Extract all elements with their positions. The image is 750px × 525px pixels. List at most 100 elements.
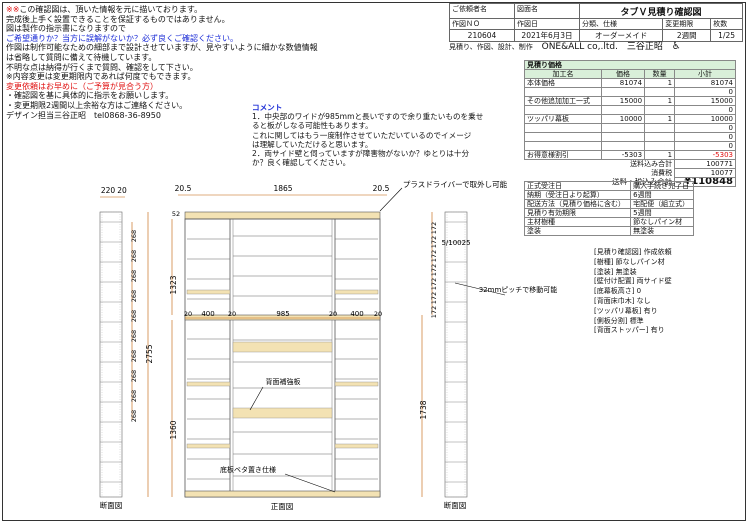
left-spacing-dim: 268: [130, 310, 138, 322]
designer-name: 三谷正昭: [626, 42, 663, 52]
doc-number: 210604: [449, 29, 515, 42]
center-back-board: [232, 341, 333, 353]
mid-right-dim: 400: [350, 310, 363, 318]
right-spacing-dim: 172: [430, 222, 438, 234]
mid-t20-b: 20: [228, 310, 236, 318]
top-right-dim: 20.5: [373, 184, 390, 193]
top-width-dim: 1865: [273, 184, 292, 193]
mid-t20-d: 20: [374, 310, 382, 318]
leader-brass: [379, 187, 403, 212]
company-name: ONE&ALL co,.ltd.: [541, 42, 618, 52]
left-spacing-dim: 268: [130, 390, 138, 402]
base-label: 底板ベタ置き仕様: [220, 465, 276, 474]
mid-t20-c: 20: [329, 310, 337, 318]
left-spacing-dim: 268: [130, 370, 138, 382]
front-outline: [184, 218, 381, 498]
mid-center-dim: 985: [276, 310, 289, 318]
info-line: [塗装] 無塗装: [594, 267, 637, 276]
info-line: [底幕板高さ] 0: [594, 287, 642, 296]
left-section-outline: [99, 211, 123, 498]
brass-driver-label: プラスドライバーで取外し可能: [403, 179, 508, 189]
left-spacing-dim: 268: [130, 270, 138, 282]
info-line: [壁付け配置] 両サイド壁: [594, 277, 672, 286]
notice-line: は省略して質問に備えて待機しています。: [6, 52, 157, 62]
notice-line: 不明な点は納得が行くまで質問、確認をして下さい。: [6, 62, 198, 72]
info-line: [背面床巾木] なし: [594, 296, 651, 305]
notice-line: ・変更期限2週間以上余裕な方はご連絡ください。: [6, 100, 188, 110]
left-spacing-dim: 268: [130, 230, 138, 242]
leader-pitch: [454, 282, 506, 296]
pitch-label: 32mmピッチで移動可能: [479, 285, 558, 294]
estimate-row-qty: 1: [644, 150, 676, 160]
right-section: 断面図: [444, 211, 468, 510]
notice-line: 変更依頼はお早めに（ご予算が見合う方）: [6, 81, 158, 91]
leader-base: [284, 473, 336, 493]
left-section-label: 断面図: [100, 500, 123, 510]
top-left-dim: 20.5: [175, 184, 192, 193]
fixed-shelf-right: [334, 289, 379, 295]
right-spacing-dim: 172: [430, 264, 438, 276]
notice-block: ※※この確認図は、頂いた情報を元に描いております。完成後上手く設置できることを保…: [6, 5, 318, 120]
notice-line: ご希望通りか？当方に誤解がないか？必ず良くご確認ください。: [6, 33, 238, 43]
back-reinforce-board: [232, 407, 333, 419]
wheelchair-icon: ♿: [671, 41, 681, 52]
company-note: 見積り、作図、設計、制作: [449, 43, 533, 51]
notice-line: 完成後上手く設置できることを保証するものではありません。: [6, 14, 230, 24]
comment-line: か？良く確認してください。: [252, 158, 351, 168]
upper-dim: 1323: [169, 275, 178, 294]
title-block: ご依頼者名 図面名 タブＶ見積り確認図 作図ＮＯ 作図日 分類、仕様 変更期限 …: [449, 3, 743, 42]
notice-line: ※※この確認図は、頂いた情報を元に描いております。: [6, 5, 203, 14]
info-line: [側板分割] 標準: [594, 316, 644, 325]
mid-t20-a: 20: [184, 310, 192, 318]
lower-dim: 1360: [169, 420, 178, 439]
fixed-shelf-left: [186, 443, 231, 449]
height-total-dim: 2755: [145, 344, 154, 363]
right-note-dim: 5/10025: [441, 239, 470, 247]
comment-block: コメント 1．中央部のワイドが985mmと長いですので余り重たいものを乗せると板…: [252, 103, 497, 167]
top-panel: [184, 211, 381, 220]
info-line: [ツッパリ幕板] 有り: [594, 306, 658, 315]
spec-value: 無塗装: [630, 226, 694, 236]
comment-line: は理解していただけると思います。: [252, 139, 373, 149]
estimate-row-price: -5303: [600, 150, 646, 160]
comment-line: 2．両サイド壁と伺っていますが障害物がないか？ゆとりは十分: [252, 149, 470, 159]
right-section-outline: [444, 211, 468, 498]
front-elevation: プラスドライバーで取外し可能32mmピッチで移動可能背面補強板底板ベタ置き仕様正…: [184, 179, 558, 511]
comment-title: コメント: [252, 103, 283, 112]
info-line: [見積り確認図] 作成依頼: [594, 248, 672, 256]
right-spacing-dim: 172: [430, 292, 438, 304]
base-board: [184, 490, 381, 498]
left-spacing-dim: 268: [130, 410, 138, 422]
mid-left-dim: 400: [201, 310, 214, 318]
lower-right-dim: 1738: [419, 400, 428, 419]
doc-page: 1/25: [710, 29, 743, 42]
company-row: 見積り、作図、設計、制作 ONE&ALL co,.ltd. 三谷正昭 ♿: [449, 40, 743, 54]
front-view-label: 正面図: [271, 502, 294, 511]
leader-reinforce: [249, 386, 264, 411]
notice-line: 図は製作の指示書になりますので: [6, 24, 126, 34]
notice-line: 作図は制作可能なための細部まで設計させていますが、見やすいように細かな数値情報: [6, 43, 318, 53]
right-section-holes: [446, 211, 466, 498]
left-spacing-dim: 268: [130, 250, 138, 262]
tax-label: 消費税: [651, 169, 673, 177]
left-section: 断面図: [99, 211, 123, 510]
notice-line: デザイン担当三谷正昭 tel0868-36-8950: [6, 110, 161, 120]
fixed-shelf-left: [186, 381, 231, 387]
info-list: [見積り確認図] 作成依頼[樹種] 節なしパイン材[塗装] 無塗装[壁付け配置]…: [594, 248, 724, 336]
notice-line: ・確認図を基に具体的に指示をお願いします。: [6, 91, 174, 101]
subtotal-label: 送料込み合計: [630, 160, 673, 169]
fixed-shelf-right: [334, 381, 379, 387]
info-line: [樹種] 節なしパイン材: [594, 257, 665, 266]
doc-category: オーダーメイド: [578, 29, 664, 42]
comment-line: これに関してはもう一度制作させていただいているのでイメージ: [252, 130, 472, 140]
fixed-shelf-right: [334, 443, 379, 449]
notice-line: ※内容変更は変更期限内であれば何度でもできます。: [6, 72, 196, 82]
fixed-shelf-left: [186, 289, 231, 295]
right-section-label: 断面図: [444, 500, 467, 510]
doc-date: 2021年6月3日: [514, 29, 580, 42]
comment-line: ると板がしなる可能性もあります。: [252, 121, 373, 131]
doc-change-limit: 2週間: [662, 29, 712, 42]
